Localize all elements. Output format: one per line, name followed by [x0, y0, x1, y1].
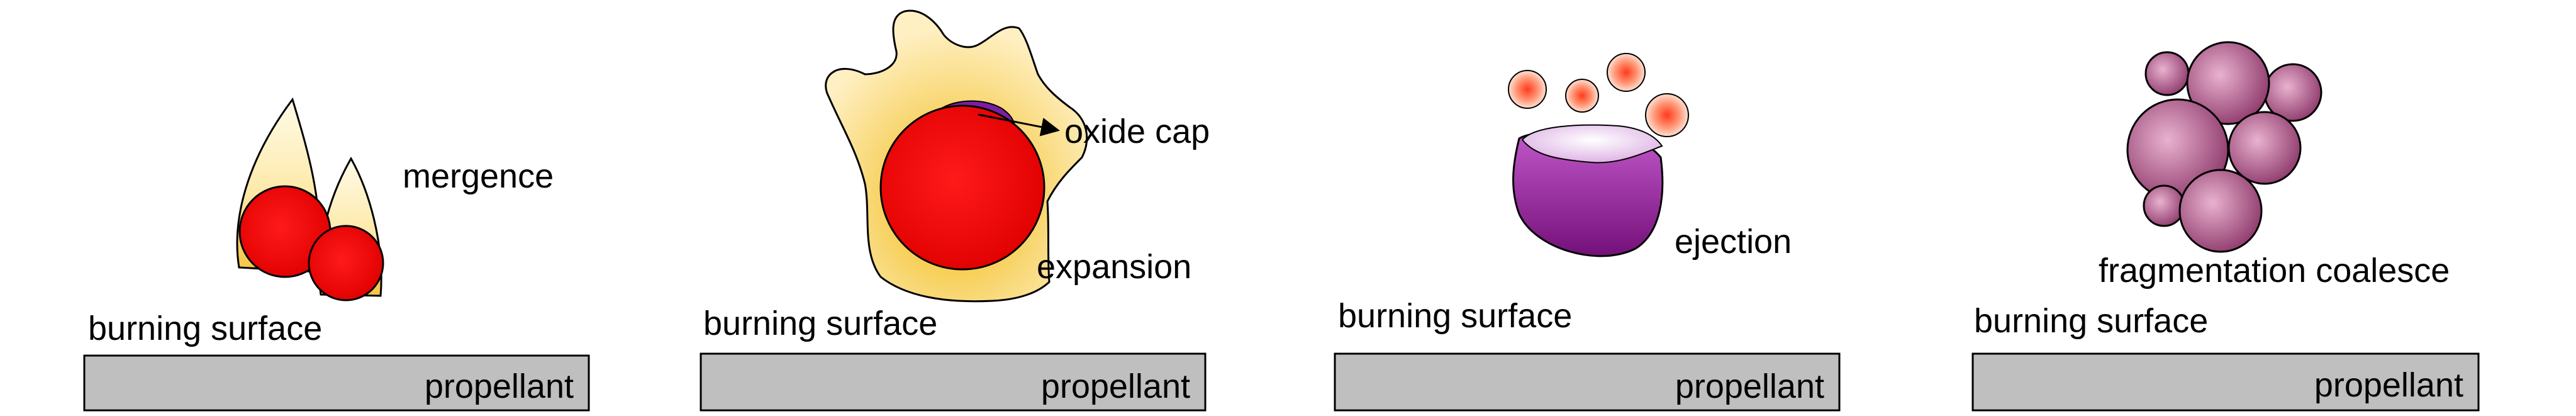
panel-ejection: ejection burning surface propellant: [1334, 53, 1841, 412]
burning-surface-label: burning surface: [88, 310, 322, 347]
propellant-label: propellant: [425, 368, 574, 405]
propellant-label: propellant: [2314, 366, 2463, 404]
label-expansion: expansion: [1037, 248, 1191, 286]
panel-fragmentation: fragmentation coalesce burning surface p…: [1971, 41, 2480, 412]
propellant-block: [83, 354, 590, 412]
fragment: [2143, 184, 2185, 227]
ejected-spark: [1607, 53, 1646, 92]
ejected-spark: [1508, 70, 1547, 109]
ejected-spark: [1645, 93, 1689, 137]
fragment: [2144, 51, 2190, 96]
burning-surface-label: burning surface: [1974, 302, 2208, 340]
propellant-block: [700, 352, 1207, 412]
oxide-cap-arrow: [978, 113, 1060, 137]
expanding-droplet: [879, 104, 1045, 271]
label-fragmentation-coalesce: fragmentation coalesce: [2099, 252, 2450, 290]
panel-expansion: oxide cap expansion burning surface prop…: [700, 9, 1210, 412]
label-mergence: mergence: [403, 157, 554, 195]
label-oxide-cap: oxide cap: [1064, 113, 1210, 150]
propellant-block: [1971, 352, 2480, 412]
fragment: [2186, 41, 2270, 125]
panel-mergence: mergence burning surface propellant: [83, 97, 590, 412]
burning-surface-label: burning surface: [1338, 297, 1572, 335]
burning-surface-label: burning surface: [703, 305, 937, 342]
propellant-block: [1334, 352, 1841, 412]
label-ejection: ejection: [1675, 223, 1792, 261]
droplet-small: [308, 225, 384, 301]
cup-opening: [1521, 124, 1663, 164]
fragment: [2178, 169, 2263, 253]
fragment: [2228, 111, 2302, 185]
propellant-label: propellant: [1041, 368, 1190, 405]
propellant-label: propellant: [1675, 368, 1824, 405]
ejected-spark: [1565, 79, 1599, 113]
